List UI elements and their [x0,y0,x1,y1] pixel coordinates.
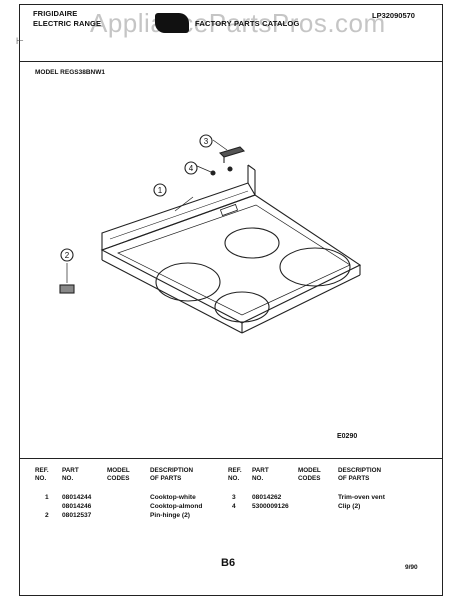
part-cell: 08012537 [62,512,92,519]
desc-cell: Pin-hinge (2) [150,512,190,519]
desc-cell: Clip (2) [338,503,361,510]
ref-cell: 2 [45,512,49,519]
catalog-title: FACTORY PARTS CATALOG [195,19,300,28]
catalog-number: LP32090570 [372,11,415,20]
callout-3-label: 3 [204,137,209,146]
burner-opening [279,247,351,287]
callout-4: 4 [184,161,198,175]
part-cell: 08014244 [62,494,92,501]
model-value: REGS38BNW1 [60,69,105,76]
callout-2-label: 2 [65,251,70,260]
header-ref-no: REF.NO. [35,467,49,482]
ref-cell: 3 [232,494,236,501]
desc-cell: Cooktop-white [150,494,196,501]
product-name: ELECTRIC RANGE [33,19,102,28]
catalog-header: FACTORY PARTS CATALOG [149,13,329,35]
model-line: MODEL REGS38BNW1 [35,69,105,76]
desc-cell: Cooktop-almond [150,503,203,510]
callout-4-label: 4 [189,164,194,173]
model-label: MODEL [35,69,59,76]
cooktop-diagram: 1 2 3 4 [59,134,362,334]
oven-vent-trim [218,146,246,163]
desc-cell: Trim-oven vent [338,494,385,501]
burner-opening [224,227,280,259]
part-cell: 5300009126 [252,503,289,510]
burner-opening [214,291,270,323]
cooktop-panel [100,164,362,334]
header-divider [19,61,443,62]
callout-2: 2 [60,248,74,262]
header-ref-no-right: REF.NO. [228,467,242,482]
brand-name: FRIGIDAIRE [33,9,78,18]
page-number: B6 [221,557,236,569]
revision-date: 9/90 [405,564,418,571]
side-marker: ⊢ [16,36,24,46]
ref-cell: 1 [45,494,49,501]
table-top-rule [19,458,443,459]
hinge-pin [59,284,75,294]
figure-code: E0290 [337,433,358,440]
clip [227,166,233,172]
clip [210,170,216,176]
part-cell: 08014262 [252,494,282,501]
callout-1-label: 1 [158,186,163,195]
wci-logo [155,13,189,33]
callout-1: 1 [153,183,167,197]
page-frame [19,4,443,596]
watermark: AppliancePartsPros.com [90,8,386,38]
burner-opening [155,262,221,302]
callout-3: 3 [199,134,213,148]
ref-cell: 4 [232,503,236,510]
part-cell: 08014246 [62,503,92,510]
header-left: FRIGIDAIRE ELECTRIC RANGE [33,9,101,29]
